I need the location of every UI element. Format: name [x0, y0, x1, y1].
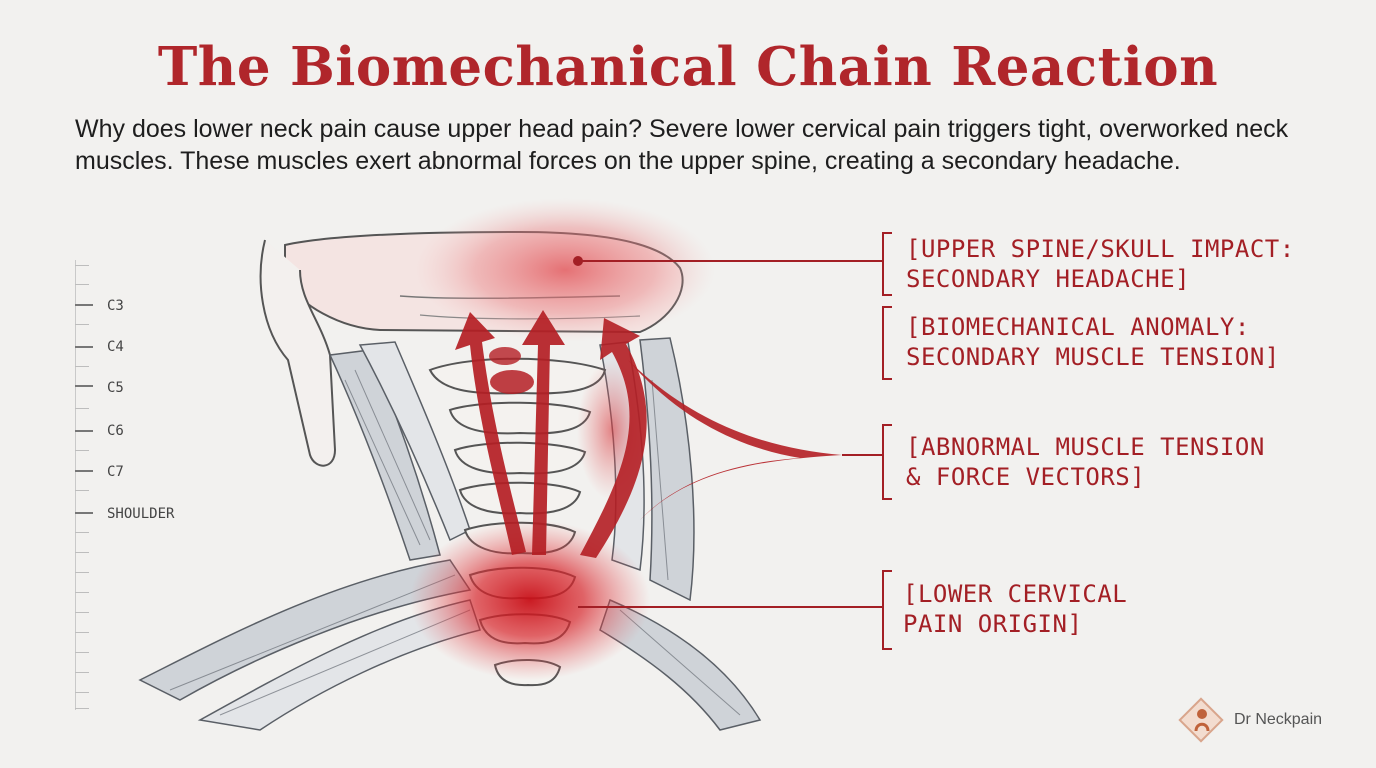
annotation-biomechanical-anomaly: [BIOMECHANICAL ANOMALY: SECONDARY MUSCLE… — [906, 313, 1280, 371]
vertebra-ruler: C3 C4 C5 C6 C7 SHOULDER — [60, 260, 200, 715]
bracket-tension — [882, 424, 892, 500]
ruler-label-c4: C4 — [107, 339, 124, 355]
bracket-upper — [882, 232, 892, 296]
force-vector-arrows — [455, 310, 842, 558]
ruler-label-c7: C7 — [107, 464, 124, 480]
brand-name: Dr Neckpain — [1234, 711, 1323, 728]
ruler-label-c6: C6 — [107, 423, 124, 439]
annotation-pain-origin: [LOWER CERVICAL PAIN ORIGIN] — [903, 580, 1128, 638]
annotation-upper-spine-impact: [UPPER SPINE/SKULL IMPACT: SECONDARY HEA… — [906, 235, 1295, 293]
ruler-label-c3: C3 — [107, 298, 124, 314]
page-title: The Biomechanical Chain Reaction — [157, 36, 1219, 98]
annotation-muscle-tension: [ABNORMAL MUSCLE TENSION & FORCE VECTORS… — [906, 433, 1265, 491]
ruler-label-c5: C5 — [107, 380, 124, 396]
intro-paragraph: Why does lower neck pain cause upper hea… — [75, 115, 1289, 175]
ruler-label-shoulder: SHOULDER — [107, 506, 175, 522]
bracket-origin — [882, 570, 892, 650]
bracket-anomaly — [882, 306, 892, 380]
brand-logo: Dr Neckpain — [1178, 697, 1322, 743]
neck-logo-icon — [1178, 697, 1224, 743]
